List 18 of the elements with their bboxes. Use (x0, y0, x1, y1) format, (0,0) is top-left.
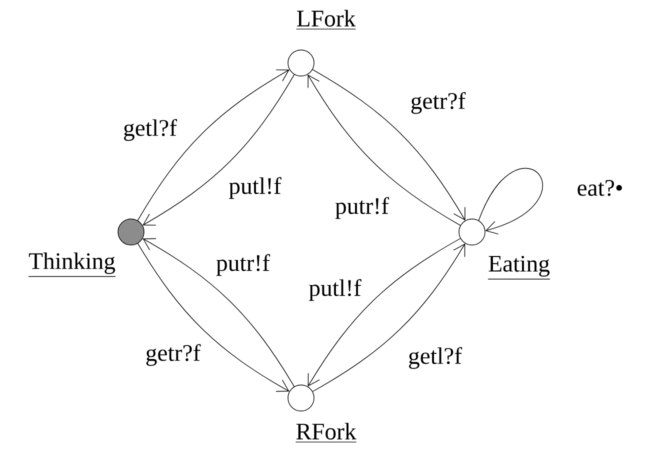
arrow (478, 168, 543, 234)
edge-label: putr!f (214, 252, 272, 278)
state-circle (458, 218, 486, 246)
state-circle (118, 218, 144, 246)
state-label: Thinking (28, 252, 116, 277)
edge-label: getl?f (406, 345, 464, 371)
edge-label: eat?• (575, 178, 625, 198)
edge-label: getr?f (408, 90, 468, 116)
edge-label: putl!f (306, 277, 364, 303)
state-label: RFork (295, 422, 357, 442)
state-circle (288, 50, 314, 76)
state-label: LFork (296, 10, 356, 30)
state-label: Eating (488, 256, 550, 280)
edge-label: getl?f (121, 117, 179, 143)
state-circle (288, 384, 314, 412)
edge-label: putr!f (333, 195, 391, 221)
edge-label: putl!f (226, 175, 284, 201)
edge-label: getr?f (144, 342, 202, 368)
